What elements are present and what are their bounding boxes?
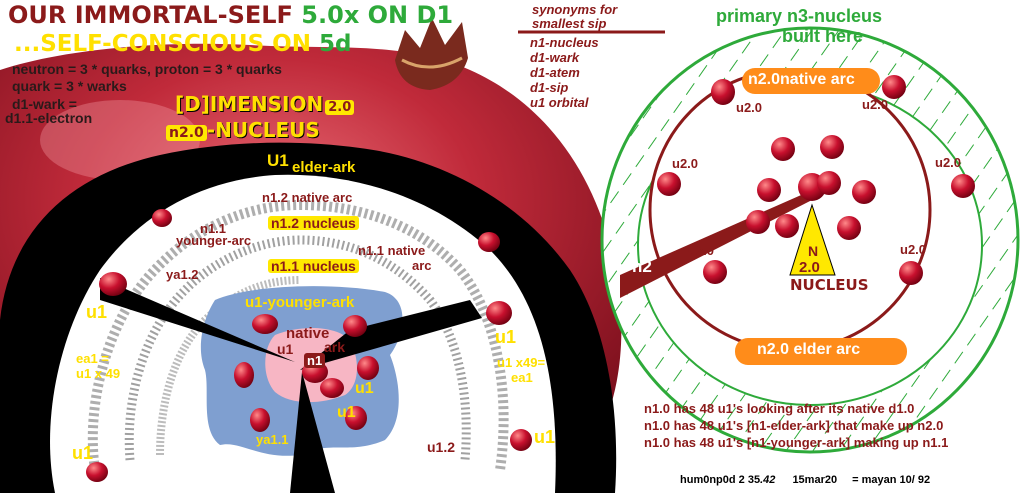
u1-right-label: u1 — [495, 327, 517, 347]
notes-block: n1.0 has 48 u1's looking after its nativ… — [644, 400, 948, 451]
native-arc-badge — [742, 68, 880, 94]
u1-left-label: u1 — [86, 302, 108, 322]
synonyms-list: n1-nucleus d1-wark d1-atem d1-sip u1 orb… — [530, 35, 599, 110]
u12-native-ark-label-1: u1.2 — [427, 439, 456, 455]
nucleus-label: -NUCLEUS — [206, 118, 320, 142]
ea1-label-2: u1 x 49 — [76, 366, 121, 381]
synonyms-heading-1: synonyms for — [532, 2, 618, 17]
synonym-item: d1-atem — [530, 65, 580, 80]
u20-label: u2.0 — [900, 242, 927, 257]
fact-line-1: neutron = 3 * quarks, proton = 3 * quark… — [12, 61, 282, 77]
title-accent: 5.0x ON D1 — [301, 1, 454, 29]
synonym-item: d1-wark — [530, 50, 580, 65]
footer-id: hum0np0d 2 35 — [680, 474, 761, 486]
n12-nucleus-label: n1.2 nucleus — [268, 216, 359, 230]
nucleus-number: 2.0 — [799, 259, 820, 276]
ark-label: ark — [324, 339, 346, 355]
synonym-item: d1-sip — [530, 80, 569, 95]
u1-bottom-left-label: u1 — [72, 443, 94, 463]
fact-line-2: quark = 3 * warks — [12, 78, 127, 94]
nucleus-heading: n2.0-NUCLEUS — [166, 118, 320, 142]
u20-label: u2.0 — [688, 243, 715, 258]
note-line: n1.0 has 48 u1's [n1-younger-ark] making… — [644, 435, 949, 450]
connector-beams — [100, 278, 482, 493]
n11-younger-arc-label-1: n1.1 — [200, 221, 227, 236]
native-label: native — [286, 325, 330, 342]
u20-label: u2.0 — [736, 100, 763, 115]
subtitle-accent: 5d — [319, 31, 352, 57]
nucleus-title: NUCLEUS — [790, 276, 869, 294]
u1x49-label-1: u1 x49= — [497, 355, 546, 370]
n3-title-1: primary n3-nucleus — [716, 6, 883, 26]
footer: hum0np0d 2 35.42 15mar20 = mayan 10/ 92 — [680, 475, 930, 486]
note-line: n1.0 has 48 u1's looking after its nativ… — [644, 401, 915, 416]
u20-label: u2.0 — [862, 97, 889, 112]
title-line-2: ...SELF-CONSCIOUS ON 5d — [14, 33, 351, 56]
elder-arc-label: n2.0 elder arc — [757, 341, 861, 358]
fact-line-4: d1.1-electron — [5, 110, 93, 126]
u1-center-right-label: u1 — [355, 380, 374, 397]
n2-label: n2 — [632, 257, 652, 276]
native-arc-label: n2.0native arc — [748, 71, 855, 88]
u1-bottom-right-label: u1 — [534, 427, 556, 447]
ya12-label: ya1.2 — [166, 267, 199, 282]
subtitle-main: ...SELF-CONSCIOUS ON — [14, 31, 311, 57]
n11-younger-arc-label-2: younger-arc — [176, 233, 252, 248]
seed-icons — [86, 75, 975, 482]
u1-center-bottom-label: u1 — [337, 404, 356, 421]
n1-core-label: n1 — [304, 353, 326, 368]
u20-label: u2.0 — [672, 156, 699, 171]
footer-date: 15mar20 — [792, 474, 838, 486]
synonyms-heading-2: smallest sip — [532, 16, 607, 31]
ea1-label-1: ea1 = — [76, 351, 109, 366]
synonym-item: u1 orbital — [530, 95, 589, 110]
n11-nucleus-label: n1.1 nucleus — [268, 259, 359, 273]
nucleus-letter: N — [808, 243, 819, 259]
u1x49-label-2: ea1 — [511, 370, 533, 385]
elder-arc-badge — [735, 338, 907, 365]
nucleus-number: n2.0 — [166, 125, 207, 141]
u12-native-ark-label-3: ARK — [415, 470, 455, 490]
note-line: n1.0 has 48 u1's [n1-elder-ark] that mak… — [644, 418, 944, 433]
u20-label: u2.0 — [935, 155, 962, 170]
u1-top-label: U1 — [267, 151, 289, 170]
footer-mayan: = mayan 10/ 92 — [852, 474, 931, 486]
u1-inner-label: u1 — [277, 341, 294, 357]
title-line-1: OUR IMMORTAL-SELF 5.0x ON D1 — [8, 3, 453, 27]
fact-line-3: d1-wark = — [12, 96, 77, 112]
u12-native-ark-label-2: native — [421, 455, 465, 472]
ya11-label: ya1.1 — [256, 432, 289, 447]
footer-id-suffix: .42 — [760, 474, 776, 486]
n12-native-arc-label: n1.2 native arc — [262, 190, 353, 205]
younger-ark-label: u1-younger-ark — [245, 294, 355, 311]
elder-ark-label: elder-ark — [292, 159, 356, 176]
n3-title-2: built here — [782, 26, 864, 46]
title-main: OUR IMMORTAL-SELF — [8, 1, 293, 29]
synonym-item: n1-nucleus — [530, 35, 599, 50]
dimension-label: [D]IMENSION — [175, 92, 324, 116]
n11-native-arc-label-1: n1.1 native — [358, 243, 426, 258]
dimension-number: 2.0 — [325, 100, 355, 115]
n11-native-arc-label-2: arc — [412, 258, 432, 273]
